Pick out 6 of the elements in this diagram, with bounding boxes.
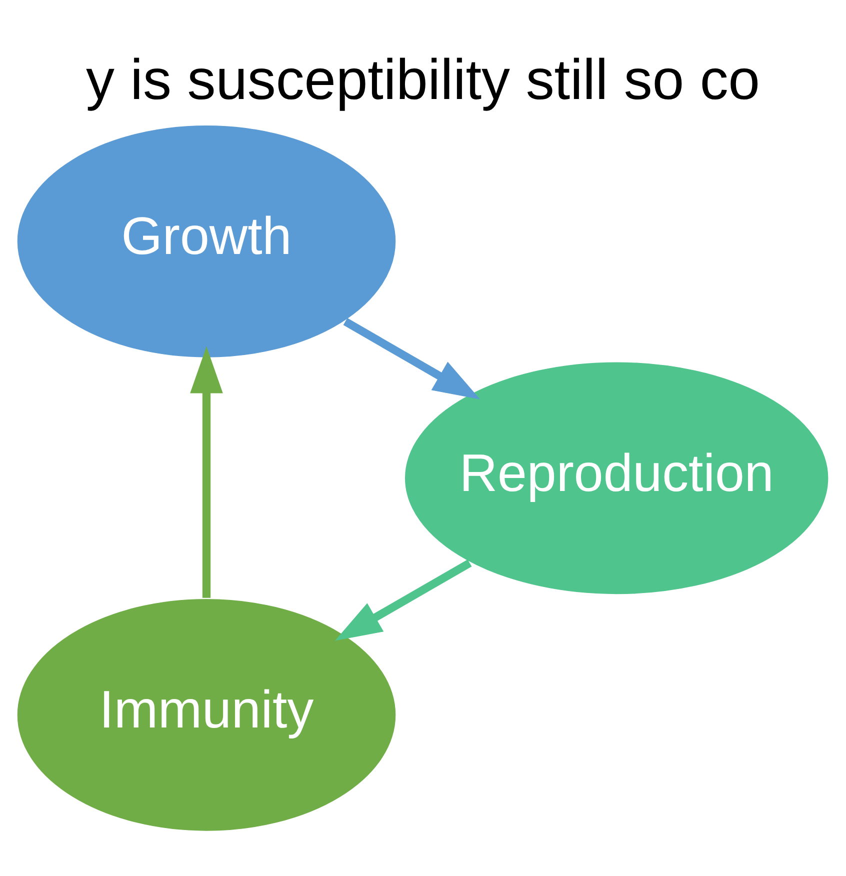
arrow — [190, 346, 223, 598]
arrow — [343, 318, 480, 399]
node-ellipse: Growth — [15, 122, 398, 359]
arrow — [334, 558, 472, 640]
node-ellipse: Immunity — [15, 596, 398, 832]
diagram-title: y is susceptibility still so co — [86, 47, 760, 112]
